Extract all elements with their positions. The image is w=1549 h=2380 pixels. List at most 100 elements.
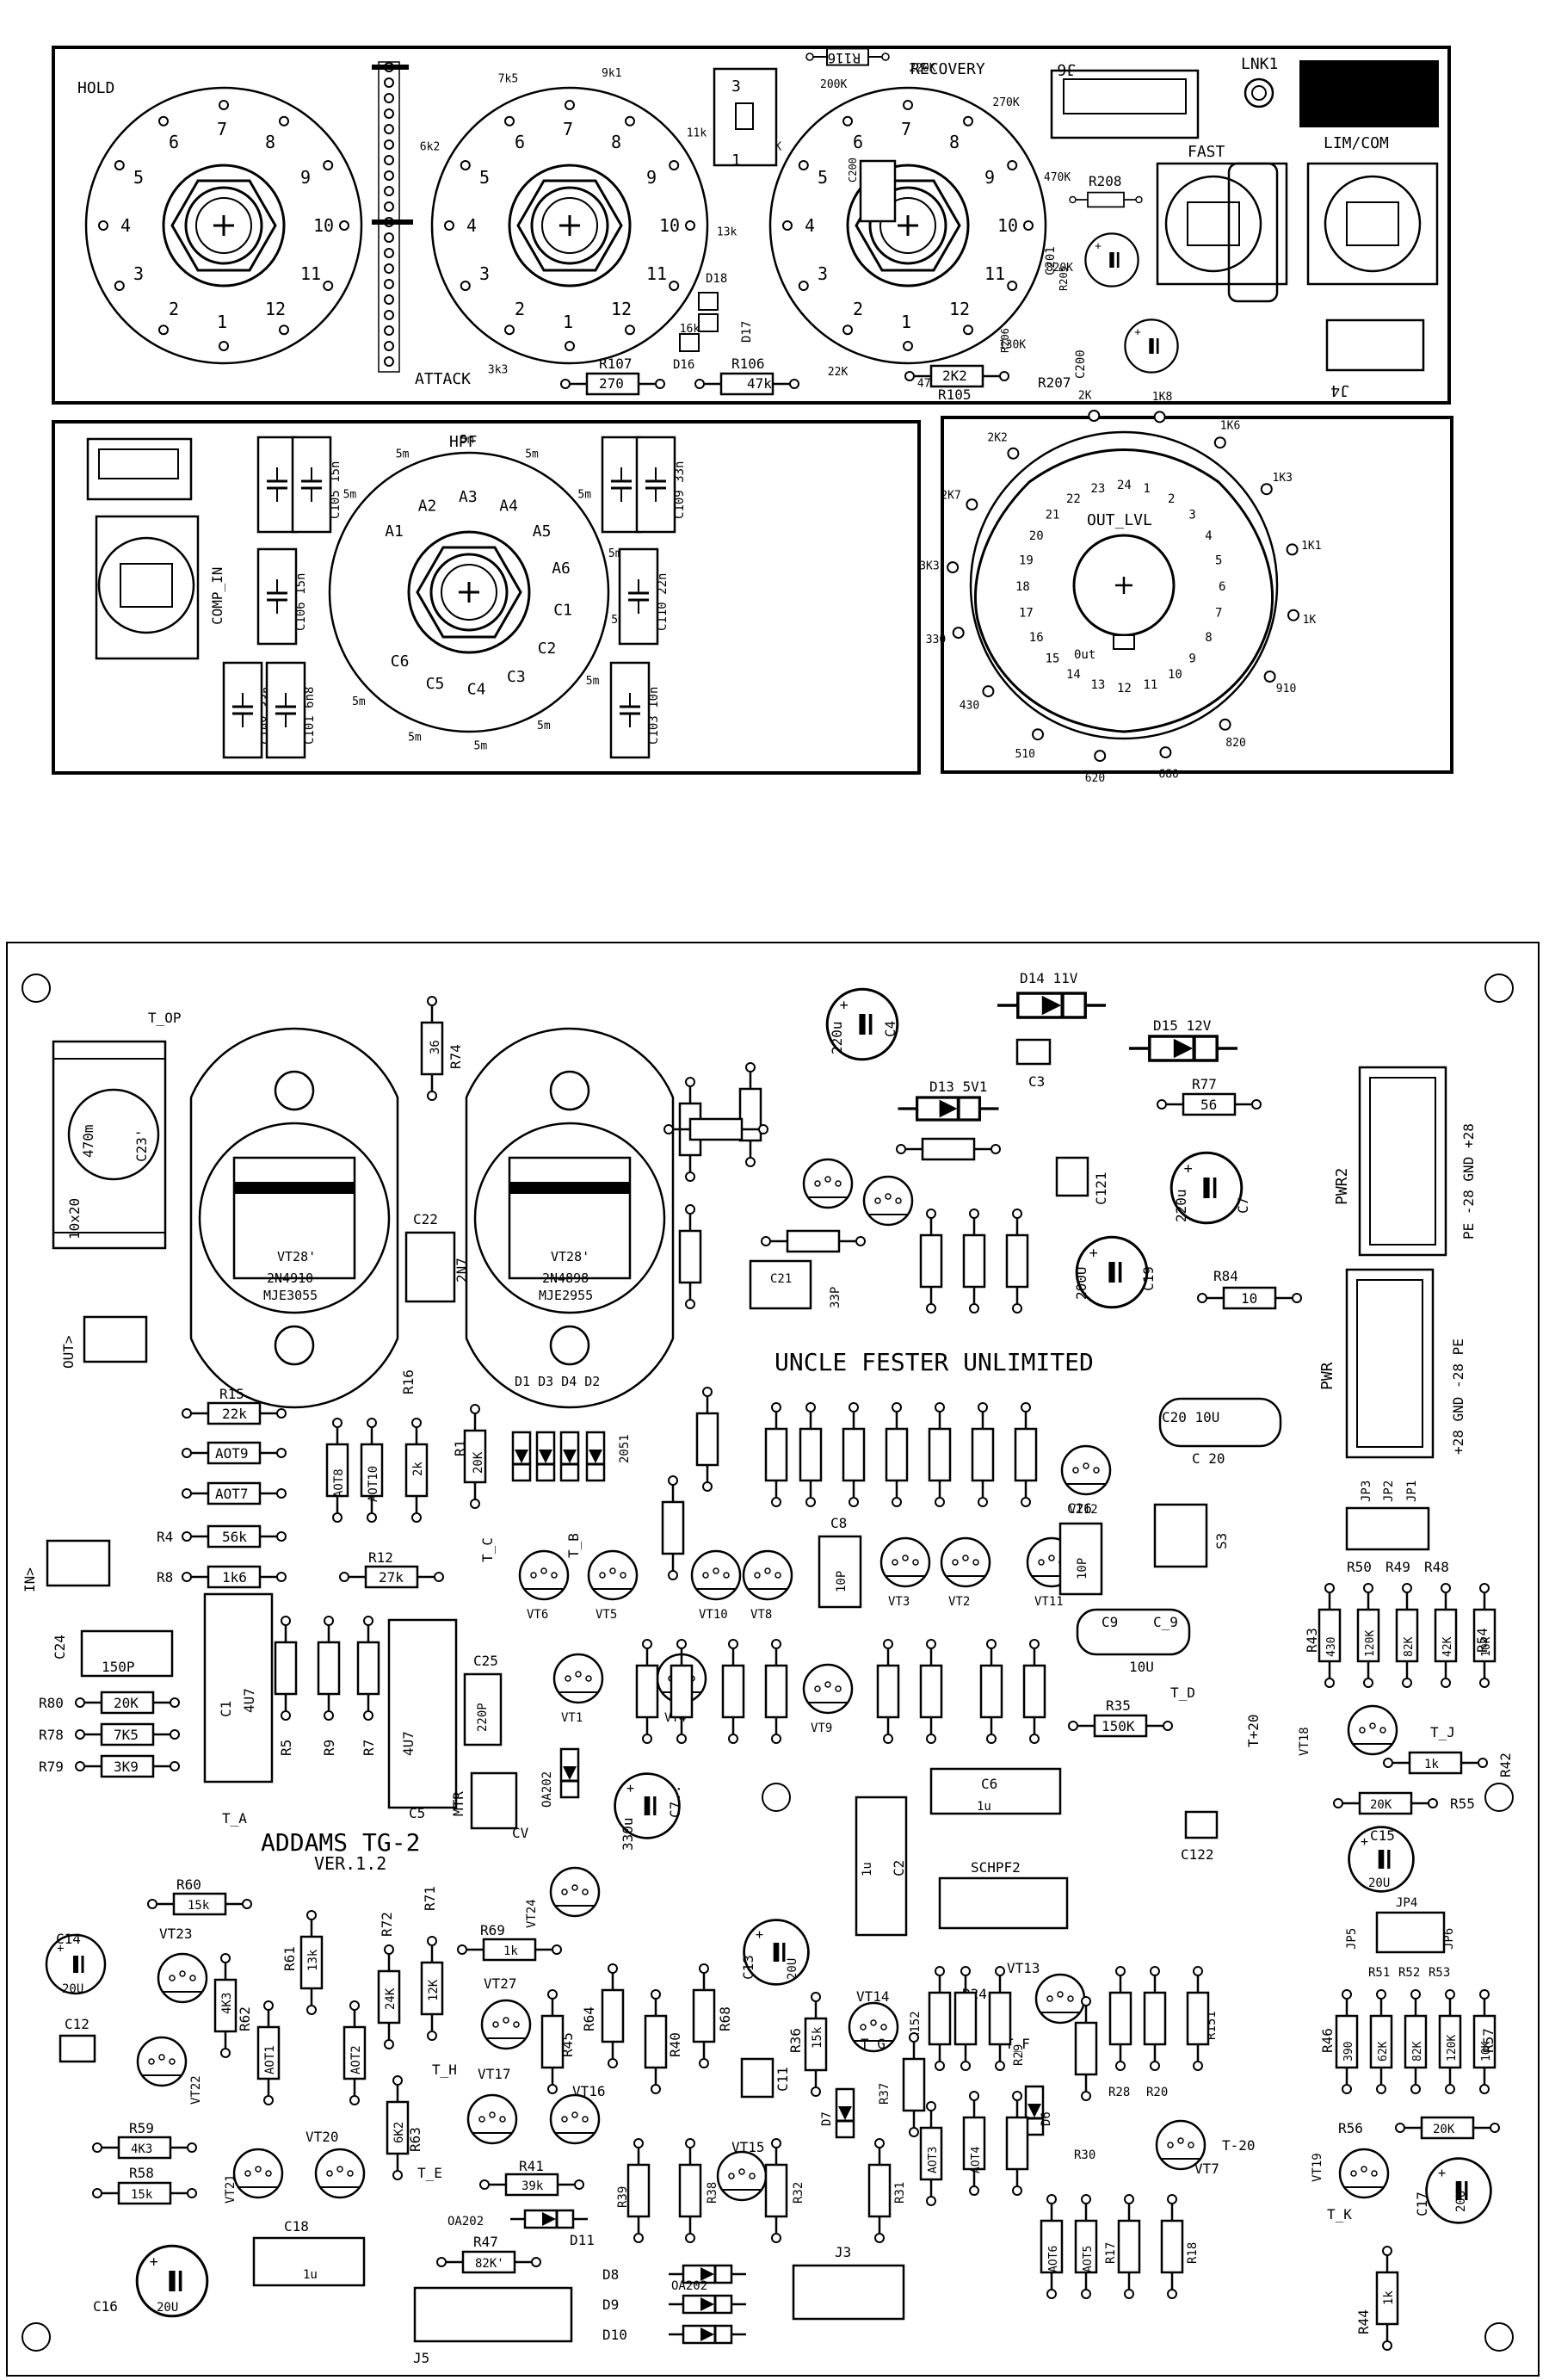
r71-label: R71: [422, 1886, 438, 1911]
ladder-pad: [384, 263, 394, 274]
out-level-resistor: 330: [926, 634, 946, 646]
r63-label: R63: [407, 2127, 423, 2152]
oa202-label-3: OA202: [671, 2279, 707, 2293]
transistor-label: VT11: [1034, 1595, 1064, 1609]
resistor-label: AOT5: [1082, 2246, 1095, 2272]
switch-pad: [842, 115, 853, 127]
c22-value: 2N7: [454, 1258, 470, 1283]
r107-label: R107: [599, 355, 633, 372]
r79-value: 3K9: [114, 1759, 139, 1775]
r29-label: R29: [1012, 2044, 1026, 2066]
r5-label: R5: [278, 1740, 294, 1756]
r12-label: R12: [368, 1549, 393, 1566]
transistor: [862, 1175, 914, 1227]
c4-value: 220u: [829, 1021, 845, 1054]
resistor: [1108, 1965, 1132, 2072]
switch-pad: [685, 220, 695, 231]
switch-position-number: 12: [265, 299, 286, 319]
out-level-pad: [1263, 671, 1276, 683]
out-level-position: 24: [1117, 479, 1132, 492]
resistor: [799, 1401, 823, 1508]
out-level-position: 11: [1144, 678, 1158, 692]
out-level-pad: [1094, 750, 1107, 763]
switch-position-number: 1: [901, 312, 911, 332]
switch-pad: [219, 100, 229, 110]
hpf-resistor-value: 5m: [537, 720, 551, 733]
hpf-resistor-value: 5m: [586, 675, 600, 688]
r59-value: 4K3: [131, 2142, 152, 2156]
cv-label: CV: [512, 1825, 529, 1841]
svg-text:3: 3: [731, 77, 741, 96]
r106-label: R106: [731, 355, 765, 372]
vt7-label: VT7: [1194, 2161, 1219, 2177]
ladder-outline: [378, 61, 400, 373]
out-level-position: 16: [1029, 631, 1044, 645]
c15-label: C15: [1370, 1827, 1395, 1844]
r55-value: 20K: [1370, 1798, 1392, 1812]
c5-value: 4U7: [400, 1731, 417, 1756]
r62-label: R62: [237, 2006, 253, 2031]
resistor-value: 430: [1325, 1637, 1338, 1657]
out-level-position: 20: [1029, 529, 1044, 543]
r60-value: 15k: [188, 1899, 210, 1913]
switch-pad: [903, 341, 913, 351]
c121-label: C121: [1093, 1171, 1109, 1205]
r31-label: R31: [893, 2182, 907, 2204]
c8-value: 10P: [835, 1571, 849, 1592]
j3-label: J3: [835, 2244, 851, 2260]
hpf-position-label: A1: [385, 522, 404, 541]
r56-value: 20K: [1433, 2123, 1455, 2136]
r105-label: R105: [938, 386, 972, 403]
r80-value: 20K: [114, 1695, 139, 1711]
diodes-label: D1 D3 D4 D2: [515, 1374, 600, 1389]
resistor-value: 10K: [1480, 1636, 1493, 1657]
recovery-resistor-value: 22K: [828, 366, 849, 379]
transistor-label: VT3: [888, 1595, 910, 1609]
r208-label: R208: [1089, 173, 1122, 189]
hpf-resistor-value: 5m: [525, 448, 539, 461]
r18-label: R18: [1186, 2242, 1200, 2264]
hpf-position-label: A4: [499, 498, 518, 516]
c24-value: 150P: [102, 1659, 135, 1675]
hpf-position-label: C5: [426, 675, 445, 693]
switch-position-number: 7: [901, 119, 911, 139]
r44-value: 1k: [1382, 2290, 1396, 2305]
out-level-position: 10: [1168, 668, 1182, 682]
r105-value: 2K2: [942, 368, 967, 384]
c21-label: C21: [770, 1272, 792, 1286]
switch-position-number: 7: [563, 119, 573, 139]
c23-value: 470m: [80, 1124, 96, 1158]
c18-value: 1u: [303, 2268, 318, 2282]
aot10-label: AOT10: [367, 1466, 380, 1502]
c11-label: C11: [774, 2067, 791, 2092]
switch-pad: [798, 160, 809, 170]
hpf-capacitor: [256, 547, 298, 646]
switch-position-number: 8: [611, 132, 621, 152]
r15-value: 22k: [222, 1406, 247, 1422]
jp1-label: JP1: [1405, 1481, 1419, 1502]
c13-value: 20U: [786, 1958, 799, 1980]
aot1-label: AOT1: [263, 2045, 277, 2074]
r43-label: R43: [1304, 1628, 1320, 1653]
tr2-alt-label: MJE2955: [539, 1288, 593, 1303]
hpf-capacitor: [609, 661, 651, 759]
t-b-label: T_B: [565, 1533, 582, 1558]
r39-label: R39: [616, 2186, 630, 2208]
switch-position-number: 12: [611, 299, 632, 319]
switch-position-number: 8: [265, 132, 275, 152]
vt27-label: VT27: [484, 1975, 517, 1992]
r47-label: R47: [473, 2234, 498, 2250]
switch-pad: [460, 281, 471, 291]
ladder-pad: [384, 139, 394, 150]
d17-label: D17: [740, 321, 754, 343]
transistor: [552, 1653, 604, 1704]
attack-switch: [430, 86, 709, 365]
hpf-capacitor: [265, 661, 306, 759]
resistor: [876, 1638, 900, 1745]
r9-label: R9: [321, 1740, 337, 1756]
r17-label: R17: [1104, 2242, 1118, 2264]
switch-position-number: 1: [217, 312, 227, 332]
out-level-position: 19: [1019, 554, 1034, 568]
attack-resistor-value: 9k1: [602, 67, 621, 80]
c6-label: C6: [981, 1776, 997, 1792]
